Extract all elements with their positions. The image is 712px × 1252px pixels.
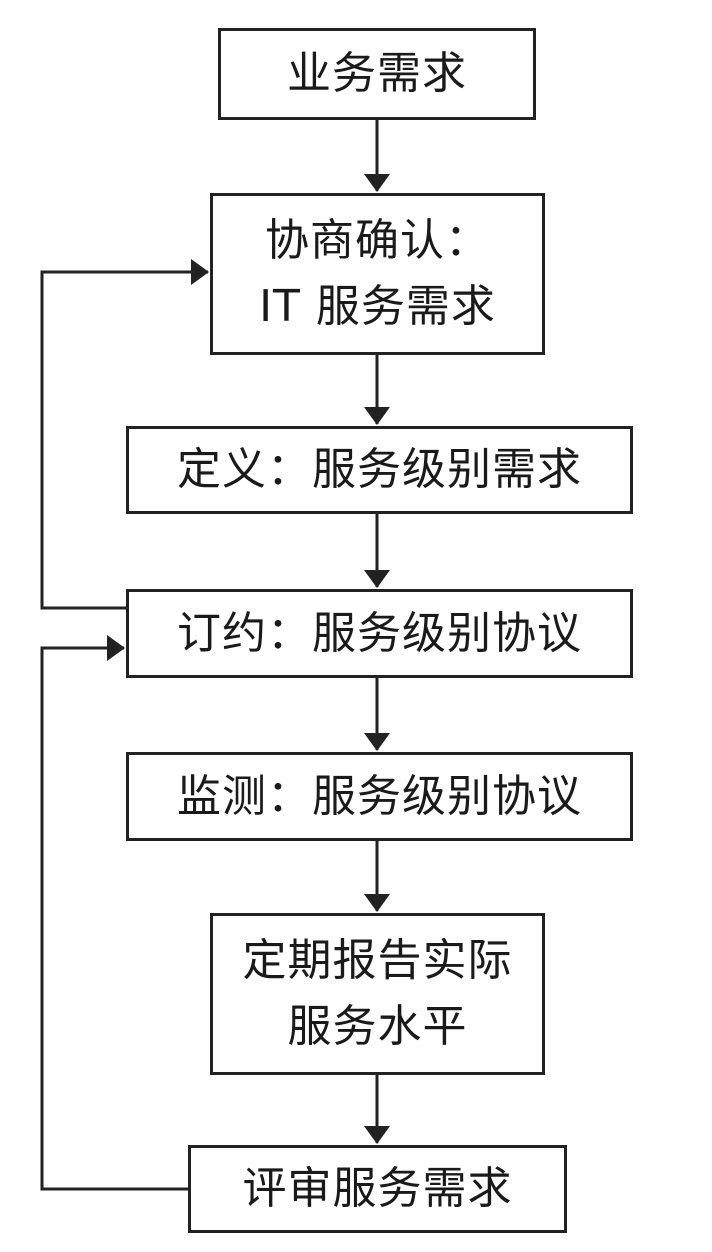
node-label-line-1: 协商确认：	[265, 215, 490, 266]
node-negotiate-confirm: 协商确认： IT 服务需求	[210, 193, 545, 355]
node-business-requirements: 业务需求	[218, 28, 536, 120]
node-monitor: 监测：服务级别协议	[126, 752, 633, 841]
node-label-line-1: 定期报告实际	[242, 935, 513, 986]
node-label: 业务需求	[287, 48, 467, 99]
node-contract: 订约：服务级别协议	[126, 589, 633, 678]
node-report: 定期报告实际 服务水平	[210, 913, 545, 1075]
node-label-line-2: IT 服务需求	[259, 281, 496, 332]
node-label: 评审服务需求	[242, 1163, 513, 1214]
node-review: 评审服务需求	[188, 1145, 567, 1233]
node-define: 定义：服务级别需求	[126, 426, 633, 514]
node-label: 订约：服务级别协议	[177, 607, 582, 659]
edge-review-feedback-to-contract	[40, 635, 188, 1191]
edge-contract-feedback-to-negotiate	[40, 259, 209, 610]
node-label: 监测：服务级别协议	[177, 770, 582, 822]
node-label-line-2: 服务水平	[287, 1001, 468, 1052]
node-label: 定义：服务级别需求	[177, 444, 582, 495]
